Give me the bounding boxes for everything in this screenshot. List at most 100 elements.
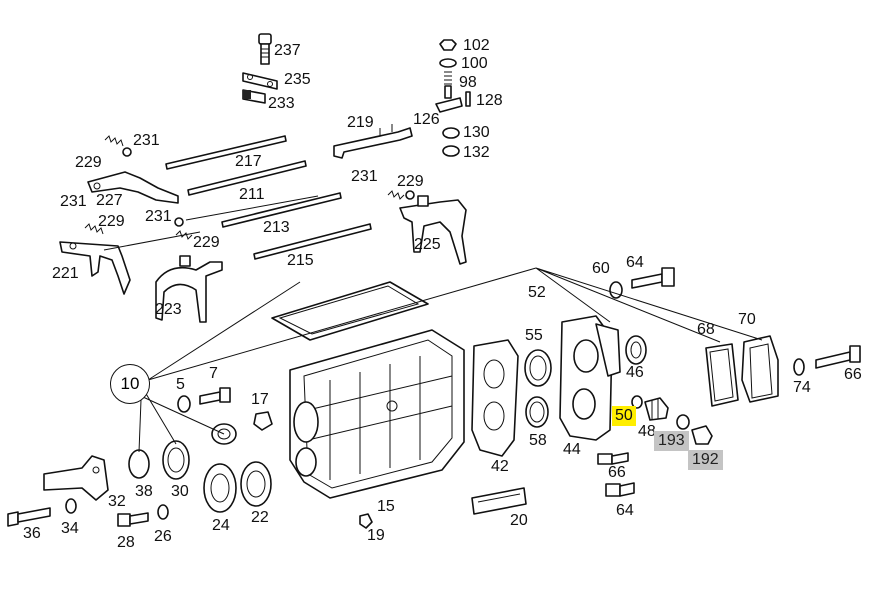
washer-132[interactable] bbox=[442, 145, 460, 157]
washer-26[interactable] bbox=[157, 504, 169, 520]
label-24[interactable]: 24 bbox=[212, 517, 230, 534]
label-7[interactable]: 7 bbox=[209, 365, 218, 382]
label-229-b[interactable]: 229 bbox=[98, 213, 125, 230]
rear-housing-44[interactable] bbox=[559, 315, 621, 441]
label-20[interactable]: 20 bbox=[510, 512, 528, 529]
bolt-66-right[interactable] bbox=[815, 345, 861, 369]
bracket-235[interactable] bbox=[242, 72, 278, 90]
label-235[interactable]: 235 bbox=[284, 71, 311, 88]
label-70[interactable]: 70 bbox=[738, 311, 756, 328]
ball-231-mid[interactable] bbox=[174, 217, 184, 227]
callout-group-10[interactable]: 10 bbox=[110, 364, 150, 404]
label-130[interactable]: 130 bbox=[463, 124, 490, 141]
ring-74[interactable] bbox=[793, 358, 805, 376]
label-34[interactable]: 34 bbox=[61, 520, 79, 537]
label-229-a[interactable]: 229 bbox=[75, 154, 102, 171]
label-237[interactable]: 237 bbox=[274, 42, 301, 59]
label-100[interactable]: 100 bbox=[461, 55, 488, 72]
ring-58[interactable] bbox=[525, 396, 549, 428]
label-126[interactable]: 126 bbox=[413, 111, 440, 128]
label-231-c[interactable]: 231 bbox=[145, 208, 172, 225]
oil-seal-46[interactable] bbox=[625, 335, 647, 365]
label-229-d[interactable]: 229 bbox=[397, 173, 424, 190]
gearbox-housing[interactable] bbox=[289, 329, 465, 499]
gasket-38[interactable] bbox=[128, 449, 150, 479]
spring-231-mid[interactable] bbox=[84, 223, 104, 235]
label-221[interactable]: 221 bbox=[52, 265, 79, 282]
spring-231-right[interactable] bbox=[387, 190, 405, 200]
shift-rod-213[interactable] bbox=[221, 192, 342, 228]
label-229-c[interactable]: 229 bbox=[193, 234, 220, 251]
label-102[interactable]: 102 bbox=[463, 37, 490, 54]
label-217[interactable]: 217 bbox=[235, 153, 262, 170]
label-50[interactable]: 50 bbox=[612, 406, 636, 426]
label-60[interactable]: 60 bbox=[592, 260, 610, 277]
ring-55[interactable] bbox=[524, 349, 552, 387]
label-128[interactable]: 128 bbox=[476, 92, 503, 109]
label-48[interactable]: 48 bbox=[638, 423, 656, 440]
label-233[interactable]: 233 bbox=[268, 95, 295, 112]
shift-rod-217[interactable] bbox=[165, 135, 287, 170]
label-66-b[interactable]: 66 bbox=[608, 464, 626, 481]
shift-bracket-219[interactable] bbox=[333, 124, 413, 159]
plate-20[interactable] bbox=[471, 487, 527, 515]
shift-rod-211[interactable] bbox=[187, 160, 307, 196]
ring-60[interactable] bbox=[609, 281, 623, 299]
label-74[interactable]: 74 bbox=[793, 379, 811, 396]
shift-rod-215[interactable] bbox=[253, 223, 372, 260]
label-66-a[interactable]: 66 bbox=[844, 366, 862, 383]
label-32[interactable]: 32 bbox=[108, 493, 126, 510]
lever-126[interactable] bbox=[435, 97, 463, 113]
bolt-64-lower[interactable] bbox=[605, 482, 635, 497]
washer-130[interactable] bbox=[442, 127, 460, 139]
washer-100[interactable] bbox=[439, 58, 457, 68]
label-64-a[interactable]: 64 bbox=[626, 254, 644, 271]
gasket-68[interactable] bbox=[705, 343, 739, 407]
label-17[interactable]: 17 bbox=[251, 391, 269, 408]
bearing-cover-24[interactable] bbox=[203, 463, 237, 513]
label-19[interactable]: 19 bbox=[367, 527, 385, 544]
plug-192[interactable] bbox=[691, 425, 713, 445]
label-215[interactable]: 215 bbox=[287, 252, 314, 269]
label-213[interactable]: 213 bbox=[263, 219, 290, 236]
label-46[interactable]: 46 bbox=[626, 364, 644, 381]
shift-fork-225[interactable] bbox=[399, 195, 467, 265]
label-225[interactable]: 225 bbox=[414, 236, 441, 253]
bolt-36[interactable] bbox=[7, 507, 51, 527]
label-231-b[interactable]: 231 bbox=[60, 193, 87, 210]
input-shaft-flange-32[interactable] bbox=[43, 455, 109, 501]
bolt-66-lower[interactable] bbox=[597, 452, 629, 465]
label-227[interactable]: 227 bbox=[96, 192, 123, 209]
nut-102[interactable] bbox=[439, 39, 457, 51]
bolt-237[interactable] bbox=[258, 33, 272, 65]
ball-229-upper[interactable] bbox=[122, 147, 132, 157]
shift-fork-221[interactable] bbox=[59, 241, 131, 295]
spring-231-upper[interactable] bbox=[104, 135, 124, 147]
label-44[interactable]: 44 bbox=[563, 441, 581, 458]
label-98[interactable]: 98 bbox=[459, 74, 477, 91]
plug-50[interactable] bbox=[644, 397, 669, 421]
label-132[interactable]: 132 bbox=[463, 144, 490, 161]
label-223[interactable]: 223 bbox=[155, 301, 182, 318]
label-55[interactable]: 55 bbox=[525, 327, 543, 344]
shift-fork-223[interactable] bbox=[155, 255, 223, 323]
shift-lever-227[interactable] bbox=[87, 171, 179, 204]
label-219[interactable]: 219 bbox=[347, 114, 374, 131]
spring-98[interactable] bbox=[444, 71, 452, 99]
gasket-22[interactable] bbox=[240, 461, 272, 507]
ball-229-right[interactable] bbox=[405, 190, 415, 200]
plug-17[interactable] bbox=[253, 411, 273, 431]
plate-233[interactable] bbox=[242, 89, 266, 104]
o-ring-48[interactable] bbox=[631, 395, 643, 409]
nut-19[interactable] bbox=[359, 513, 373, 529]
washer-34[interactable] bbox=[65, 498, 77, 514]
label-52[interactable]: 52 bbox=[528, 284, 546, 301]
gasket-42[interactable] bbox=[471, 339, 519, 457]
label-193[interactable]: 193 bbox=[654, 431, 689, 451]
label-5[interactable]: 5 bbox=[176, 376, 185, 393]
bolt-28[interactable] bbox=[117, 512, 149, 527]
bolt-64-upper[interactable] bbox=[631, 267, 675, 289]
label-36[interactable]: 36 bbox=[23, 525, 41, 542]
label-30[interactable]: 30 bbox=[171, 483, 189, 500]
gasket-30[interactable] bbox=[162, 440, 190, 480]
